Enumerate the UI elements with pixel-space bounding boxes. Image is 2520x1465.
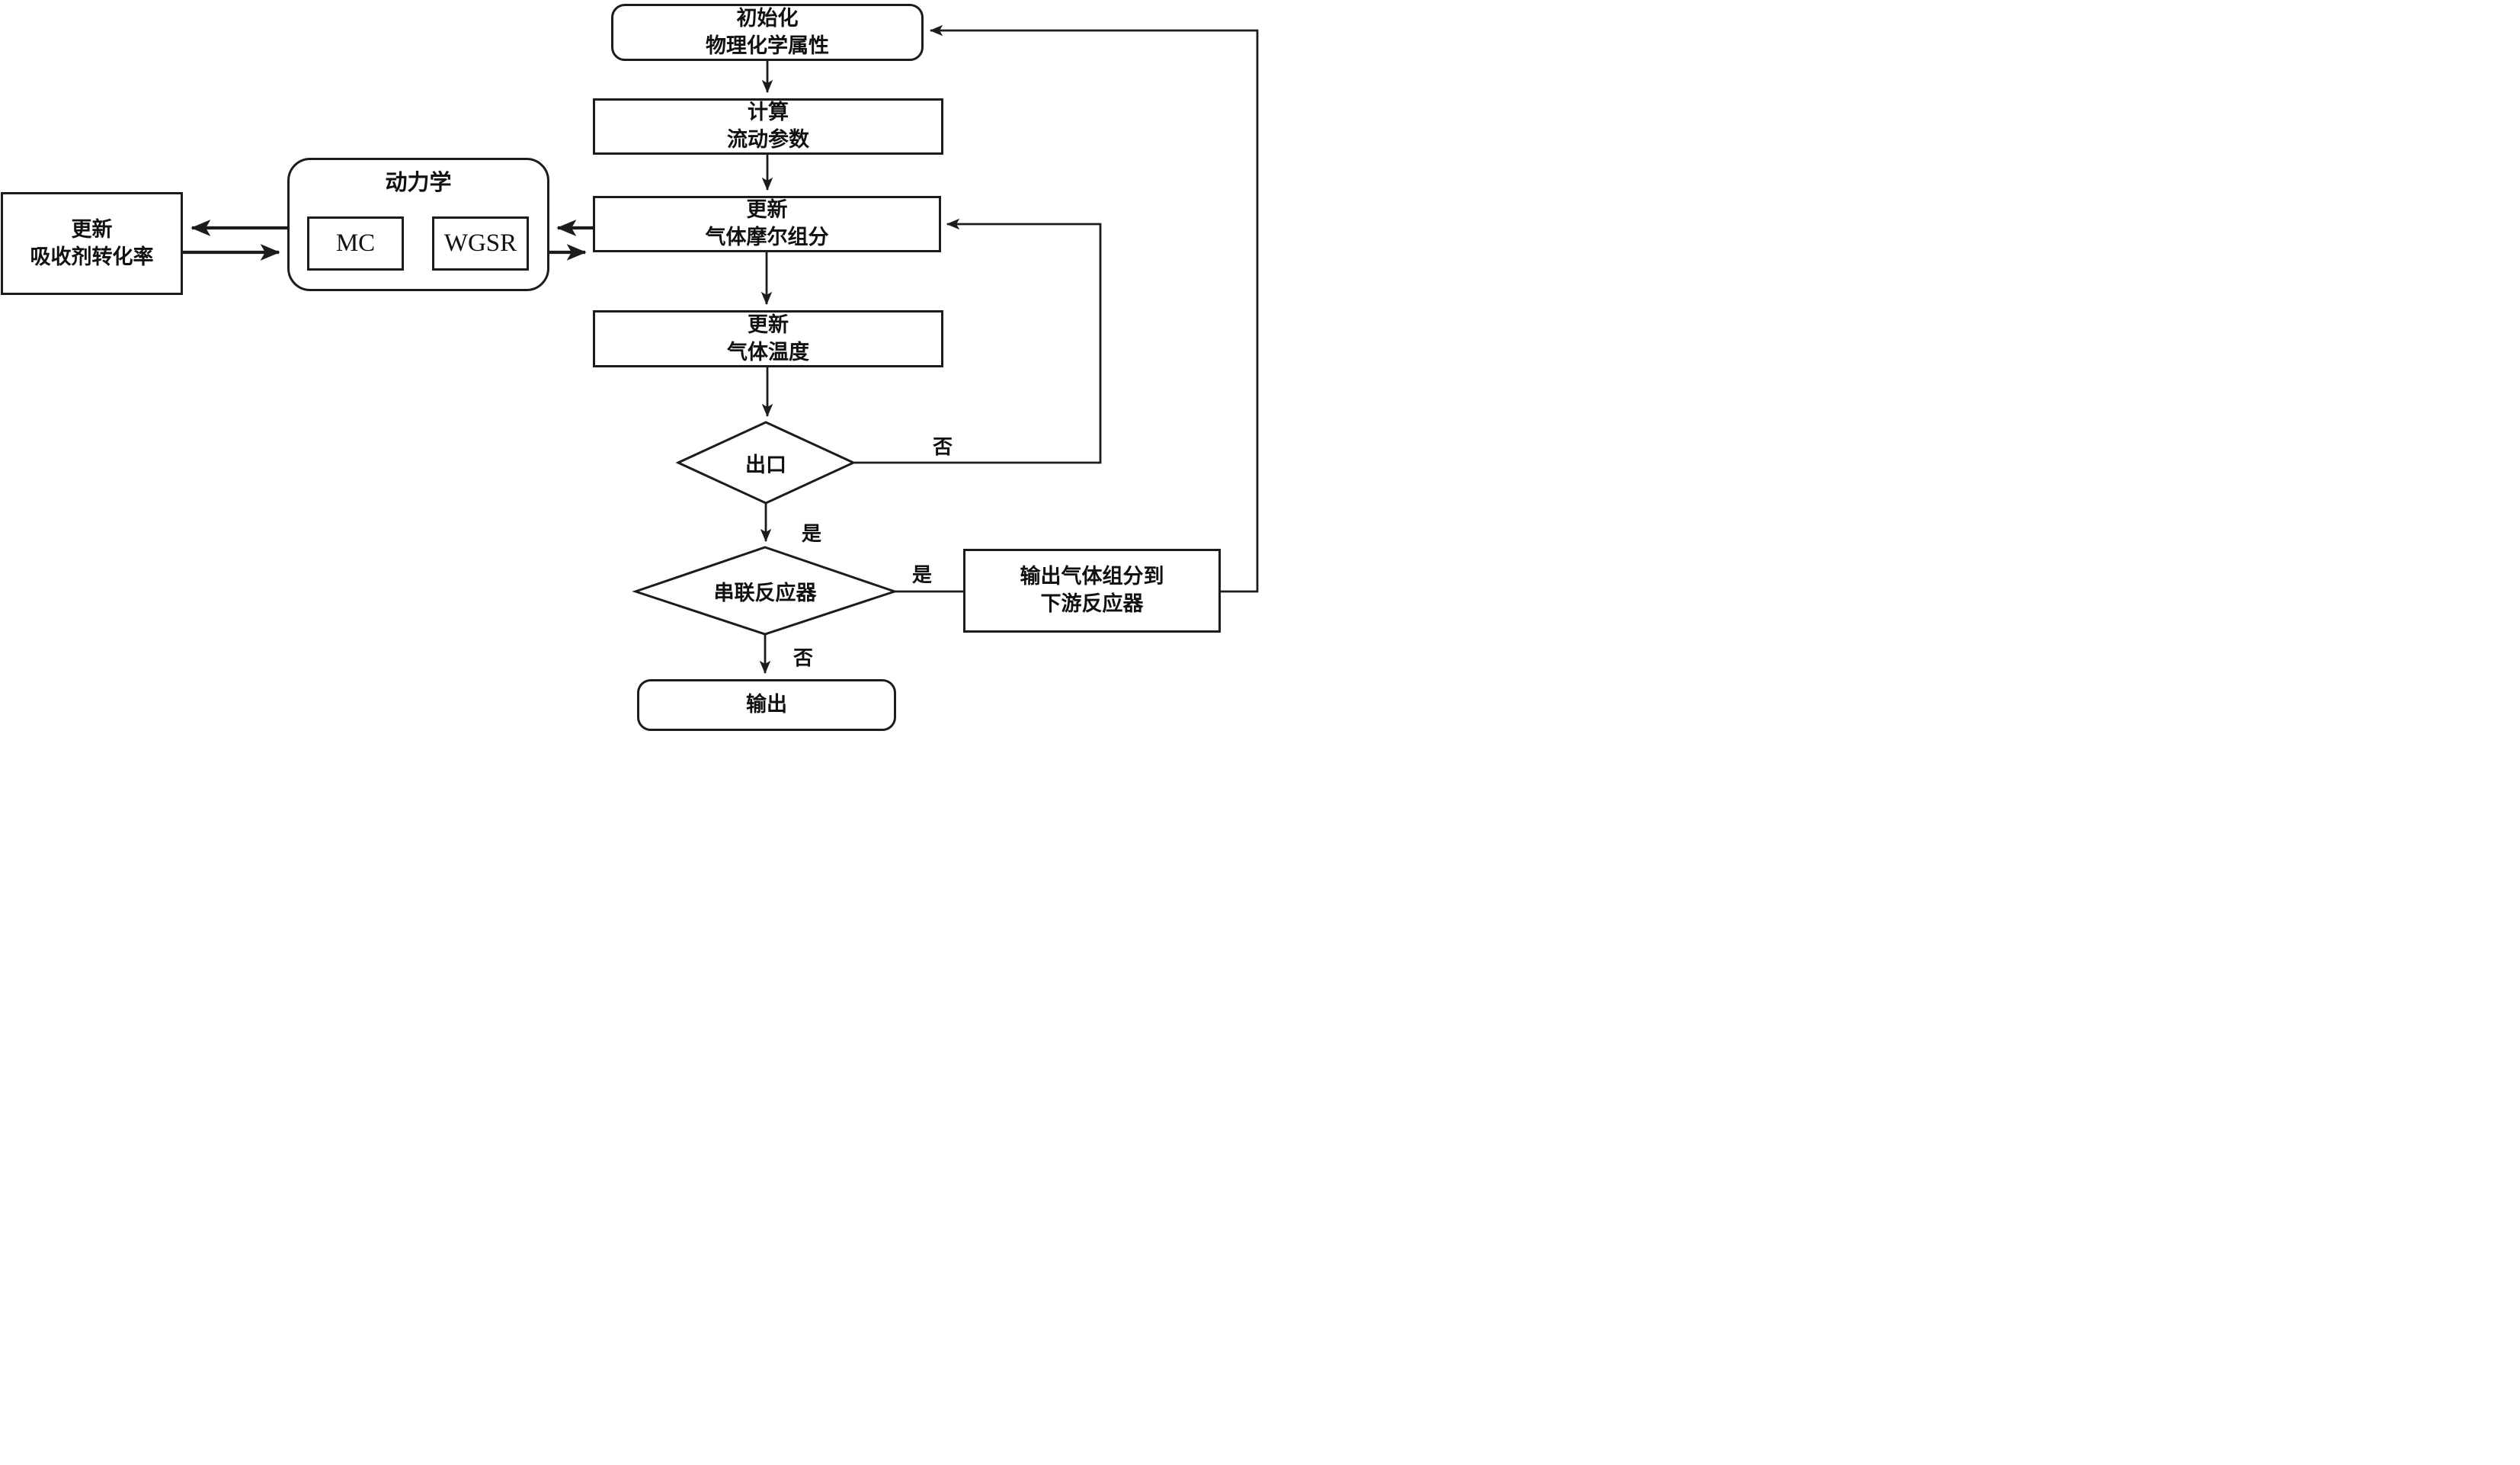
node-update-mole-line1: 更新: [746, 198, 788, 222]
node-update-temp-line1: 更新: [748, 313, 789, 336]
node-mc-label: MC: [335, 229, 376, 257]
node-output: 输出: [637, 679, 896, 731]
node-wgsr-label: WGSR: [443, 229, 517, 257]
node-output-label: 输出: [746, 693, 787, 716]
outlet-decision-diamond: [675, 421, 857, 505]
node-wgsr: WGSR: [432, 216, 529, 271]
kinetics-group-title: 动力学: [385, 171, 452, 195]
node-absorbent-line1: 更新: [71, 217, 113, 241]
node-calc-line2: 流动参数: [727, 128, 809, 151]
series-reactor-decision-diamond: [632, 546, 898, 636]
node-update-gas-mole-fraction: 更新 气体摩尔组分: [593, 196, 941, 252]
node-update-mole-line2: 气体摩尔组分: [705, 226, 829, 248]
node-update-gas-temperature: 更新 气体温度: [593, 310, 943, 367]
edge-label-outlet-yes: 是: [802, 523, 822, 545]
node-calc-line1: 计算: [748, 101, 789, 124]
node-calc-flow-params: 计算 流动参数: [593, 98, 943, 155]
node-downstream-line2: 下游反应器: [1040, 592, 1144, 615]
node-initialize-line1: 初始化: [736, 6, 799, 30]
node-output-to-downstream: 输出气体组分到 下游反应器: [963, 549, 1221, 633]
node-initialize-line2: 物理化学属性: [706, 34, 829, 57]
node-absorbent-line2: 吸收剂转化率: [30, 245, 154, 268]
node-mc: MC: [307, 216, 404, 271]
node-update-absorbent-conversion: 更新 吸收剂转化率: [1, 192, 183, 295]
edge-downstream-restart-feedback: [929, 24, 1259, 593]
flowchart-canvas: 初始化 物理化学属性 计算 流动参数 更新 气体摩尔组分 更新 气体温度 出口 …: [0, 0, 1260, 732]
node-downstream-line1: 输出气体组分到: [1020, 565, 1164, 588]
edge-outlet-no-feedback: [853, 218, 1102, 464]
node-initialize: 初始化 物理化学属性: [611, 4, 924, 61]
connector-layer: [183, 24, 1259, 675]
edge-label-outlet-no: 否: [933, 436, 953, 458]
edge-label-series-yes: 是: [912, 564, 933, 586]
node-update-temp-line2: 气体温度: [727, 340, 809, 364]
edge-label-series-no: 否: [793, 647, 814, 669]
